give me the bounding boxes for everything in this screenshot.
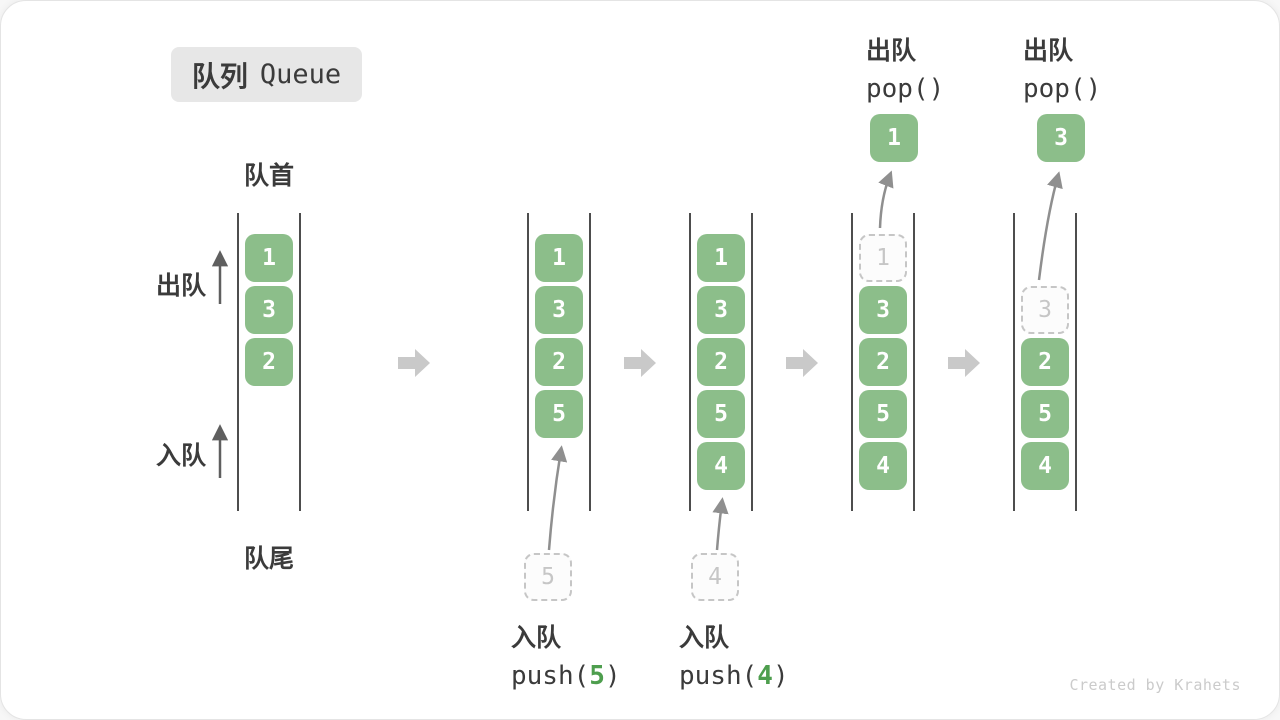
queue-cell: 4 [859, 442, 907, 490]
watermark: Created by Krahets [1069, 676, 1241, 694]
queue-cell: 3 [697, 286, 745, 334]
staged-value-box: 4 [691, 553, 739, 601]
queue-cell-removed: 1 [859, 234, 907, 282]
staged-value-box: 5 [524, 553, 572, 601]
pop-arrow [1037, 171, 1063, 281]
queue-cell: 2 [535, 338, 583, 386]
queue-cell: 5 [535, 390, 583, 438]
step-arrow-icon [622, 345, 658, 381]
pop-op-label: 出队 pop() [866, 31, 944, 104]
queue-cell: 4 [697, 442, 745, 490]
step-arrow-icon [946, 345, 982, 381]
push-op-label: 入队 push(5) [511, 618, 621, 691]
popped-value-box: 3 [1037, 114, 1085, 162]
queue-cell: 1 [245, 234, 293, 282]
diagram-title: 队列 Queue [171, 47, 362, 102]
push-op-zh: 入队 [511, 624, 562, 652]
queue-cell: 5 [1021, 390, 1069, 438]
push-op-code: push(5) [511, 661, 621, 691]
step-arrow-icon [784, 345, 820, 381]
push-op-zh: 入队 [679, 624, 730, 652]
step-arrow-icon [396, 345, 432, 381]
queue-cell: 2 [697, 338, 745, 386]
push-arrow [712, 497, 729, 551]
pop-op-zh: 出队 [1023, 37, 1074, 65]
column-wall [237, 213, 239, 511]
queue-cell: 3 [859, 286, 907, 334]
label-queue-front: 队首 [243, 162, 294, 190]
column-wall [1013, 213, 1015, 511]
queue-cell: 1 [535, 234, 583, 282]
title-en: Queue [259, 59, 342, 90]
label-dequeue-side: 出队 [156, 272, 207, 300]
queue-cell-removed: 3 [1021, 286, 1069, 334]
column-wall [299, 213, 301, 511]
pop-op-code: pop() [866, 74, 945, 104]
pop-op-code: pop() [1023, 74, 1102, 104]
column-wall [851, 213, 853, 511]
push-arrow [547, 445, 568, 551]
push-op-code: push(4) [679, 661, 789, 691]
queue-cell: 4 [1021, 442, 1069, 490]
popped-value-box: 1 [870, 114, 918, 162]
queue-cell: 2 [859, 338, 907, 386]
label-queue-rear: 队尾 [243, 545, 294, 573]
pop-arrow [878, 170, 894, 229]
pop-op-zh: 出队 [866, 37, 917, 65]
queue-cell: 5 [697, 390, 745, 438]
label-enqueue-side: 入队 [156, 442, 207, 470]
queue-cell: 1 [697, 234, 745, 282]
queue-cell: 5 [859, 390, 907, 438]
queue-cell: 2 [1021, 338, 1069, 386]
title-zh: 队列 [191, 60, 248, 92]
column-wall [913, 213, 915, 511]
pop-op-label: 出队 pop() [1023, 31, 1101, 104]
queue-cell: 3 [535, 286, 583, 334]
column-wall [1075, 213, 1077, 511]
column-wall [527, 213, 529, 511]
queue-cell: 3 [245, 286, 293, 334]
queue-cell: 2 [245, 338, 293, 386]
column-wall [689, 213, 691, 511]
column-wall [751, 213, 753, 511]
column-wall [589, 213, 591, 511]
push-op-label: 入队 push(4) [679, 618, 789, 691]
